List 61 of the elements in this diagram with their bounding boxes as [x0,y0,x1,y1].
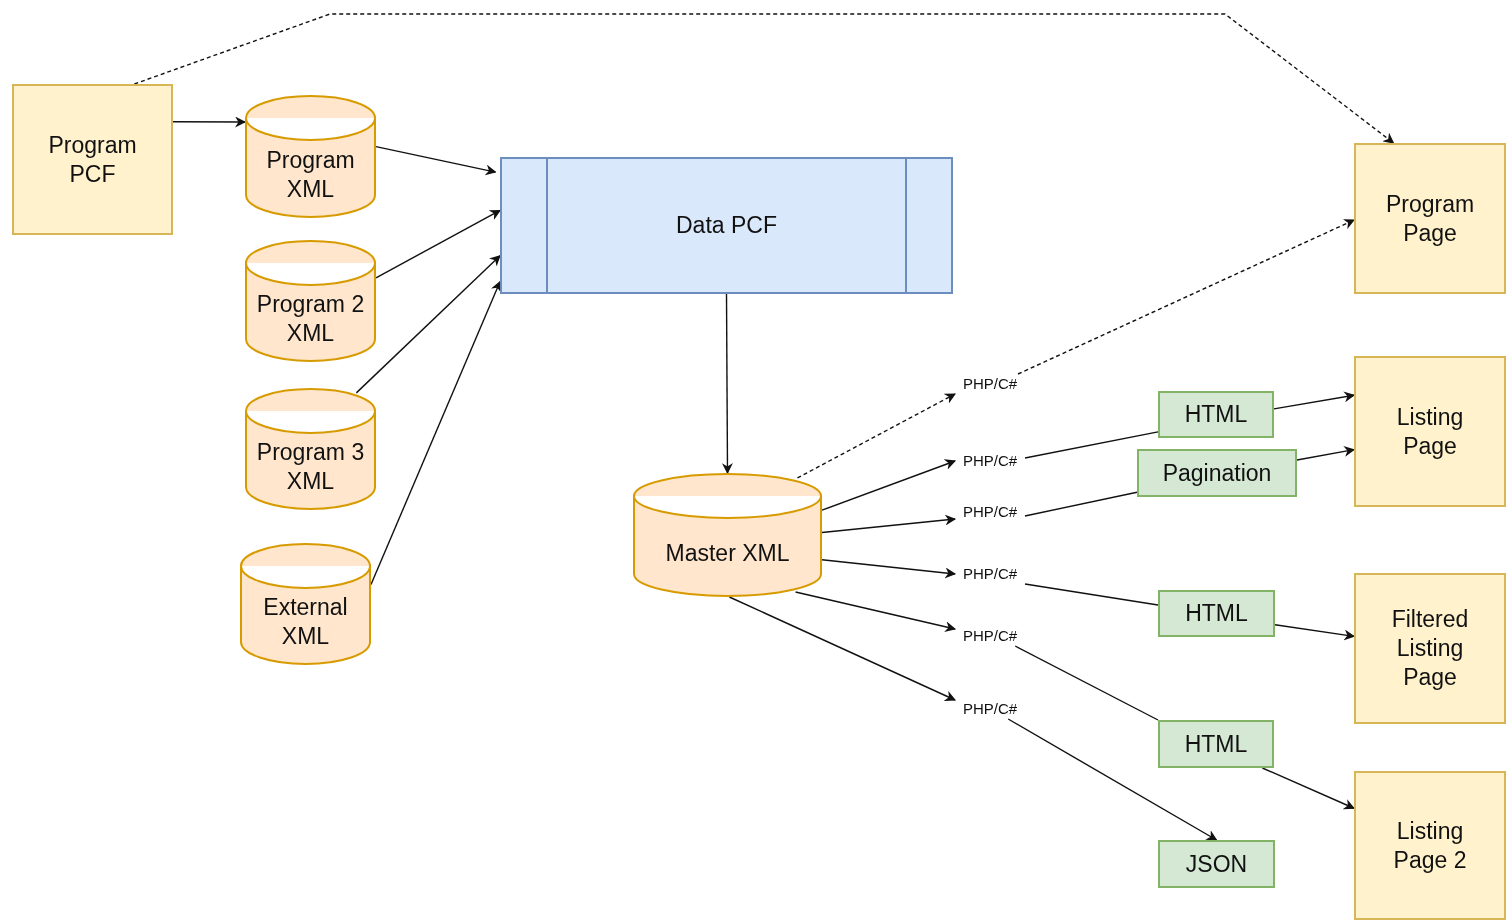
arrow [821,514,957,534]
connector-line [1014,645,1159,721]
arrow [1017,219,1355,375]
arrow [796,393,956,479]
connector-line [1024,431,1159,459]
database-cylinder [245,95,376,218]
node-label: Pagination [1162,458,1272,488]
arrow [1273,391,1356,410]
arrow [1274,624,1356,641]
database-cylinder [245,240,376,362]
page-box [1354,573,1506,724]
arrow [375,145,497,176]
step-text: PHP/C# [962,502,1018,522]
arrow [375,209,501,279]
page-box [1354,356,1506,507]
connector-line [1024,583,1159,606]
node-label: Program XML [265,145,356,204]
arrow [1261,767,1355,810]
arrow [794,591,957,633]
node-label: HTML [1184,729,1248,759]
page-box [1354,771,1506,920]
arrow [370,280,502,586]
node-label: HTML [1185,599,1248,628]
arrow [172,116,247,128]
arrow [1296,446,1356,461]
node-label: JSON [1185,849,1248,879]
output-box [1137,449,1297,497]
step-text: PHP/C# [962,374,1018,394]
output-box [1158,840,1275,888]
arrow [355,254,501,394]
arrow [728,596,956,701]
page-box [12,84,173,235]
output-box [1158,391,1274,438]
arrow [821,559,957,579]
arrow [721,293,733,475]
node-label: Master XML [665,538,790,568]
page-box [1354,143,1506,294]
node-label: HTML [1184,400,1248,429]
step-text: PHP/C# [962,626,1018,646]
step-text: PHP/C# [962,564,1018,584]
database-cylinder [245,388,376,510]
arrow [133,13,1395,144]
node-label: Listing Page 2 [1392,816,1468,875]
output-box [1158,590,1275,637]
node-label: Program 3 XML [255,438,366,496]
connector-line [1024,491,1138,517]
node-label: Program PCF [47,130,138,189]
node-label: Program Page [1384,189,1476,248]
step-text: PHP/C# [962,699,1018,719]
step-text: PHP/C# [962,451,1018,471]
database-cylinder [240,543,371,665]
database-cylinder [633,473,822,597]
process-box [500,157,953,294]
node-label: External XML [262,593,349,651]
node-label: Program 2 XML [255,290,366,348]
node-label: Listing Page [1395,402,1465,461]
arrow [1007,718,1218,841]
node-label: Data PCF [676,211,777,240]
arrow [821,459,957,511]
node-label: Filtered Listing Page [1390,605,1470,692]
output-box [1158,720,1274,768]
